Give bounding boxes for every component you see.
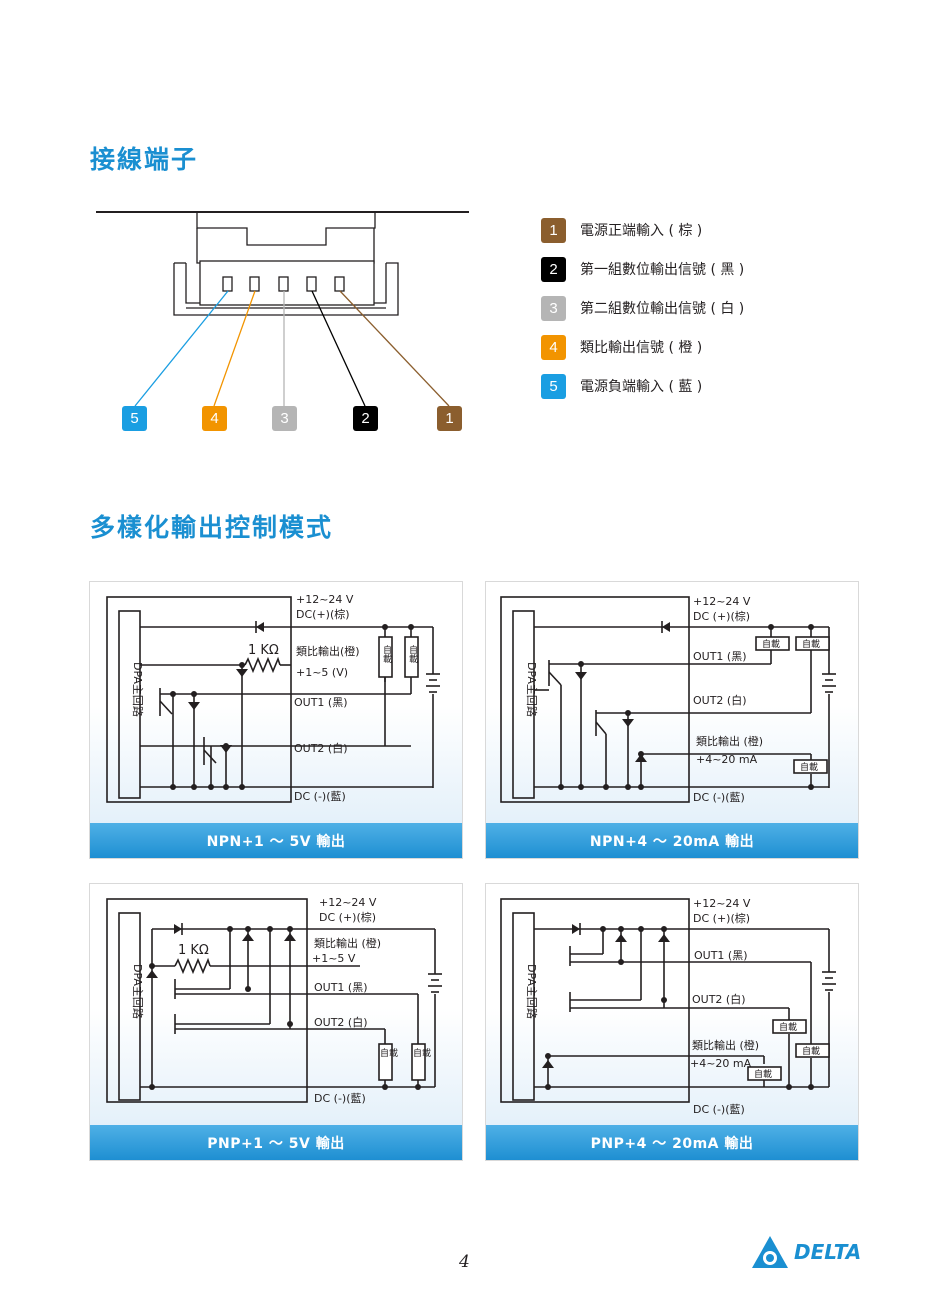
load-label: 自載 <box>802 638 820 650</box>
delta-triangle-icon <box>752 1236 788 1268</box>
legend-number: 4 <box>541 334 566 360</box>
pin-badge-5: 5 <box>122 406 147 431</box>
dpa-label: DPA主回路 <box>525 662 538 717</box>
analog-range-label: +1~5 (V) <box>296 666 348 679</box>
load-label: 自載 <box>754 1068 772 1080</box>
legend-label: 第二組數位輸出信號 ( 白 ) <box>580 301 745 317</box>
legend-item: 3 第二組數位輸出信號 ( 白 ) <box>541 295 744 321</box>
load-label: 自載 <box>802 1045 820 1057</box>
panel-caption: NPN+4 ～ 20mA 輸出 <box>486 823 858 858</box>
legend-number: 3 <box>541 295 566 321</box>
load-label: 自載 <box>380 1047 398 1059</box>
load-label: 自載 <box>800 761 818 773</box>
analog-range-label: +1~5 V <box>312 952 356 965</box>
analog-range-label: +4~20 mA <box>696 753 758 766</box>
panel-caption: PNP+1 ～ 5V 輸出 <box>90 1125 462 1160</box>
circuit-diagram-pnp-current: DPA主回路 +12~24 V DC (+)(棕) OUT1 (黑) OUT2 … <box>500 897 836 1116</box>
wire-legend: 1 電源正端輸入 ( 棕 ) 2 第一組數位輸出信號 ( 黑 ) 3 第二組數位… <box>541 217 744 412</box>
pin-badge-2: 2 <box>353 406 378 431</box>
load-label: 自載 <box>762 638 780 650</box>
legend-item: 5 電源負端輸入 ( 藍 ) <box>541 373 744 399</box>
circuit-panel-pnp-voltage: DPA主回路 +12~24 V DC (+)(棕) 1 KΩ 類比輸出 (橙) … <box>89 883 463 1161</box>
legend-label: 類比輸出信號 ( 橙 ) <box>580 340 703 356</box>
legend-number: 1 <box>541 217 566 243</box>
out1-label: OUT1 (黑) <box>294 696 348 709</box>
dc-plus-label: DC (+)(棕) <box>319 910 376 924</box>
legend-number: 5 <box>541 373 566 399</box>
page-number: 4 <box>459 1252 470 1272</box>
analog-range-label: +4~20 mA <box>690 1057 752 1070</box>
panel-caption: PNP+4 ～ 20mA 輸出 <box>486 1125 858 1160</box>
supply-label: +12~24 V <box>693 595 751 608</box>
supply-label: +12~24 V <box>693 897 751 910</box>
supply-label: +12~24 V <box>296 593 354 606</box>
dc-minus-label: DC (-)(藍) <box>294 790 346 803</box>
connector-diagram <box>96 211 469 407</box>
circuit-diagram-pnp-voltage: DPA主回路 +12~24 V DC (+)(棕) 1 KΩ 類比輸出 (橙) … <box>106 896 442 1105</box>
load-label: 自載 <box>413 1047 431 1059</box>
circuit-diagram-npn-voltage: DPA主回路 +12~24 V DC(+)(棕) 1 KΩ 類比輸出(橙) +1… <box>106 593 440 803</box>
resistor-label: 1 KΩ <box>248 643 279 658</box>
out2-label: OUT2 (白) <box>693 693 747 707</box>
legend-label: 第一組數位輸出信號 ( 黑 ) <box>580 262 745 278</box>
out1-label: OUT1 (黑) <box>314 981 368 994</box>
out1-label: OUT1 (黑) <box>694 949 748 962</box>
pin-badge-1: 1 <box>437 406 462 431</box>
legend-item: 1 電源正端輸入 ( 棕 ) <box>541 217 744 243</box>
dpa-label: DPA主回路 <box>525 964 538 1019</box>
dc-minus-label: DC (-)(藍) <box>693 1103 745 1116</box>
analog-label: 類比輸出 (橙) <box>314 936 381 950</box>
legend-number: 2 <box>541 256 566 282</box>
panel-caption: NPN+1 ～ 5V 輸出 <box>90 823 462 858</box>
brand-name: DELTA <box>794 1240 862 1264</box>
legend-item: 4 類比輸出信號 ( 橙 ) <box>541 334 744 360</box>
out2-label: OUT2 (白) <box>294 741 348 755</box>
analog-label: 類比輸出 (橙) <box>696 734 763 748</box>
dc-minus-label: DC (-)(藍) <box>693 791 745 804</box>
delta-logo: DELTA <box>750 1234 861 1270</box>
legend-label: 電源負端輸入 ( 藍 ) <box>580 379 703 395</box>
load-label: 自載 <box>779 1021 797 1033</box>
dc-minus-label: DC (-)(藍) <box>314 1092 366 1105</box>
out1-label: OUT1 (黑) <box>693 650 747 663</box>
circuit-diagram-npn-current: DPA主回路 +12~24 V DC (+)(棕) OUT1 (黑) OUT2 … <box>500 595 836 804</box>
legend-item: 2 第一組數位輸出信號 ( 黑 ) <box>541 256 744 282</box>
dc-plus-label: DC (+)(棕) <box>693 609 750 623</box>
analog-label: 類比輸出 (橙) <box>692 1038 759 1052</box>
dpa-label: DPA主回路 <box>131 662 144 717</box>
pin-badge-4: 4 <box>202 406 227 431</box>
dc-plus-label: DC(+)(棕) <box>296 607 350 621</box>
output-section-title: 多樣化輸出控制模式 <box>90 513 334 542</box>
dpa-label: DPA主回路 <box>131 964 144 1019</box>
legend-label: 電源正端輸入 ( 棕 ) <box>580 223 703 239</box>
circuit-panel-npn-voltage: DPA主回路 +12~24 V DC(+)(棕) 1 KΩ 類比輸出(橙) +1… <box>89 581 463 859</box>
circuit-panel-npn-current: DPA主回路 +12~24 V DC (+)(棕) OUT1 (黑) OUT2 … <box>485 581 859 859</box>
load-label: 自載 <box>407 644 418 664</box>
load-label: 自載 <box>381 644 392 664</box>
circuit-panel-pnp-current: DPA主回路 +12~24 V DC (+)(棕) OUT1 (黑) OUT2 … <box>485 883 859 1161</box>
dc-plus-label: DC (+)(棕) <box>693 911 750 925</box>
out2-label: OUT2 (白) <box>314 1015 368 1029</box>
resistor-label: 1 KΩ <box>178 943 209 958</box>
supply-label: +12~24 V <box>319 896 377 909</box>
out2-label: OUT2 (白) <box>692 992 746 1006</box>
terminal-section-title: 接線端子 <box>90 145 199 174</box>
analog-label: 類比輸出(橙) <box>296 644 360 658</box>
pin-badge-3: 3 <box>272 406 297 431</box>
